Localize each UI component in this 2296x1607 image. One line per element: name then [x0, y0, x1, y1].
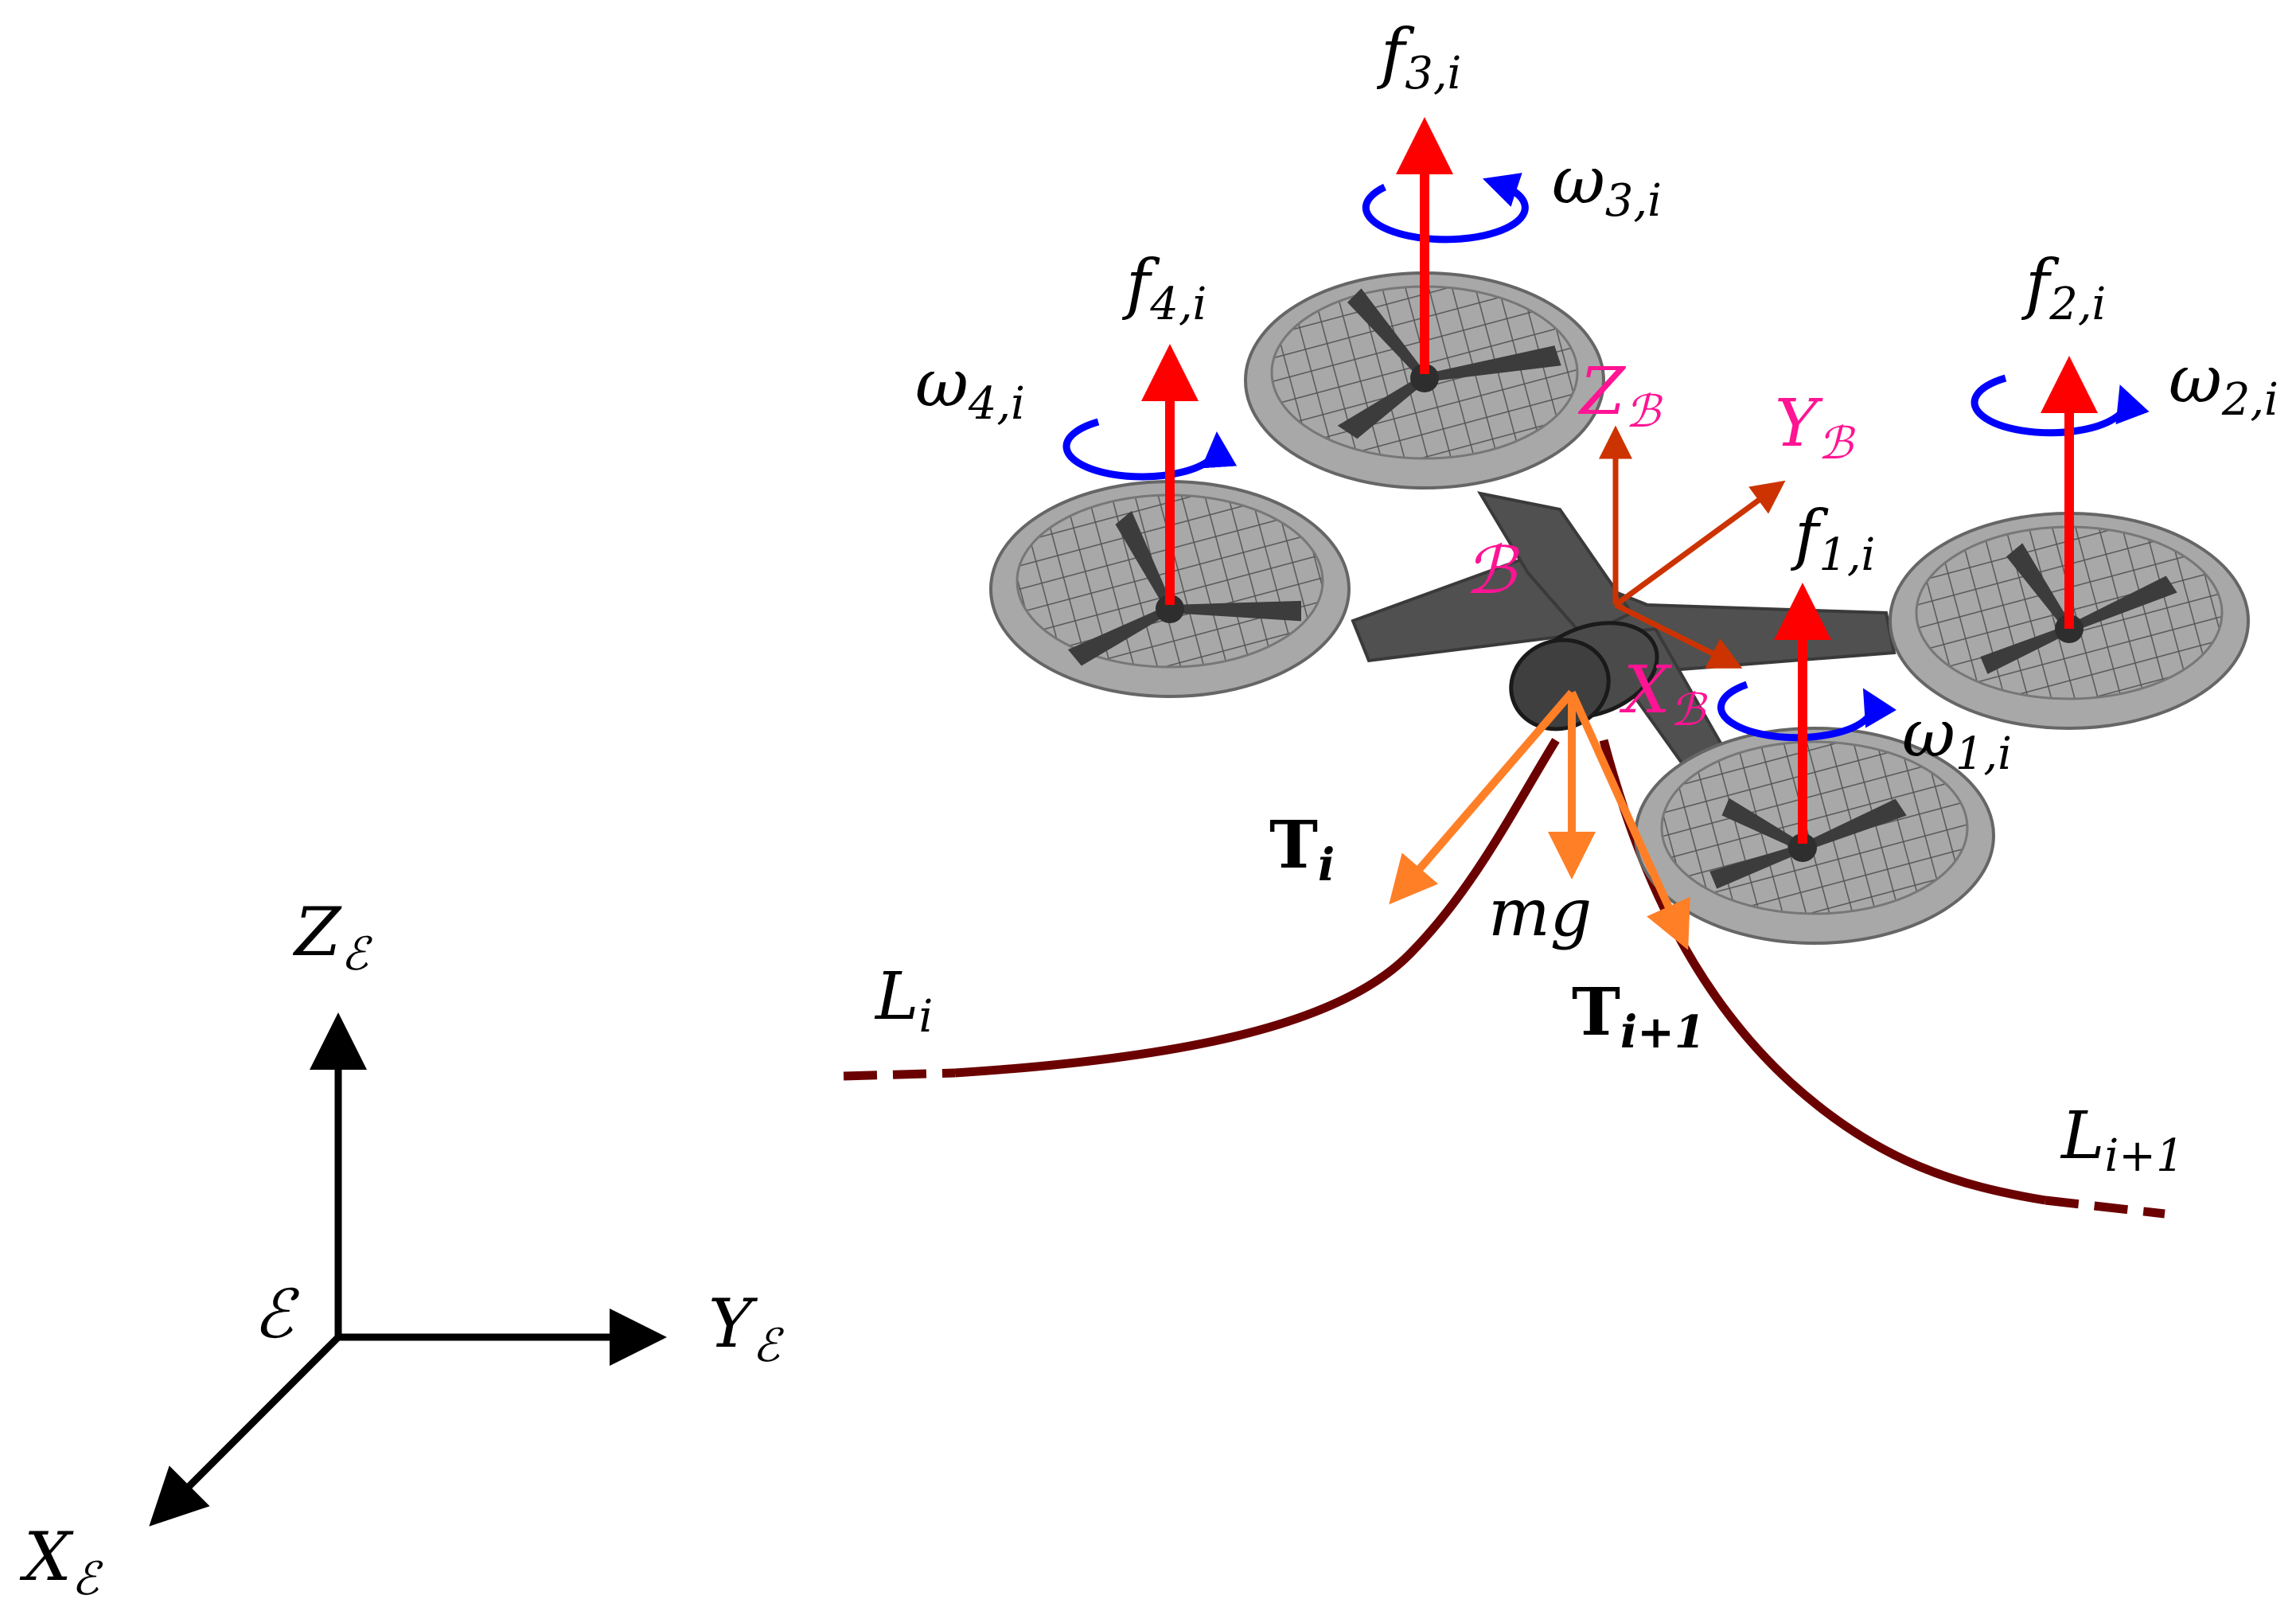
tension-i-label: Ti — [1269, 807, 1335, 891]
tension-arrow-i-plus-1 — [1568, 690, 1690, 950]
load-arrows — [1389, 689, 1690, 950]
tension-arrow-i — [1389, 689, 1575, 905]
spin-arrow-4 — [1062, 418, 1238, 481]
gravity-label: mg — [1488, 876, 1592, 951]
rotor-3 — [1244, 271, 1605, 490]
f3-label: f3,i — [1376, 16, 1461, 99]
w3-label: ω3,i — [1552, 143, 1662, 227]
body-y-label: Yℬ — [1775, 386, 1856, 470]
cable-i-plus-1-label: Li+1 — [2060, 1098, 2184, 1182]
world-frame: Zℰ Yℰ Xℰ ℰ — [19, 893, 784, 1605]
f4-label: f4,i — [1121, 247, 1206, 330]
spin-labels: ω3,i ω4,i ω2,i ω1,i — [915, 143, 2278, 780]
body-y-axis — [1613, 480, 1786, 607]
cable-right-dashed — [2045, 1195, 2165, 1219]
cable-labels: Li Li+1 — [874, 959, 2184, 1182]
load-labels: Ti mg Ti+1 — [1269, 807, 1705, 1059]
world-z-label: Zℰ — [292, 893, 372, 981]
cable-i-label: Li — [874, 959, 933, 1043]
spin-arrows — [1062, 173, 2150, 742]
f1-label: f1,i — [1790, 497, 1875, 581]
w1-label: ω1,i — [1902, 696, 2012, 780]
world-x-label: Xℰ — [19, 1518, 103, 1605]
w2-label: ω2,i — [2169, 342, 2278, 426]
body-z-label: Zℬ — [1577, 354, 1663, 438]
body-x-axis — [1614, 602, 1743, 669]
f2-label: f2,i — [2021, 247, 2106, 330]
spin-arrow-2 — [1971, 374, 2150, 437]
w4-label: ω4,i — [915, 346, 1025, 430]
body-frame: Zℬ Yℬ Xℬ ℬ — [1464, 354, 1856, 736]
thrust-arrows — [1141, 117, 2098, 844]
cable-left — [954, 738, 1560, 1078]
cable-left-dashed — [843, 1068, 956, 1081]
spin-arrow-3 — [1362, 173, 1529, 244]
tension-i-plus-1-label: Ti+1 — [1572, 974, 1705, 1059]
body-x-label: Xℬ — [1619, 653, 1708, 736]
world-y-label: Yℰ — [708, 1285, 784, 1372]
body-origin-label: ℬ — [1464, 533, 1520, 609]
world-x-axis — [149, 1334, 341, 1527]
spin-arrow-1 — [1717, 681, 1896, 742]
drone-hub — [1509, 621, 1659, 731]
world-origin-label: ℰ — [253, 1275, 300, 1353]
